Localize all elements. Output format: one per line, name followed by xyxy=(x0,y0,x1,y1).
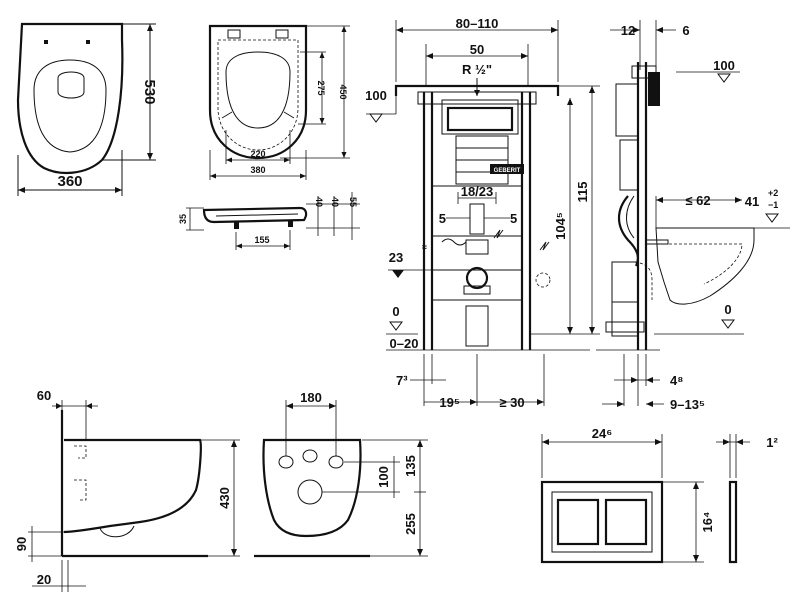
bowl-side-top: 60 xyxy=(37,388,51,403)
frame-side-tol-minus: −1 xyxy=(768,200,778,210)
seat-inner-w: 220 xyxy=(250,149,265,159)
frame-level-23: 23 xyxy=(389,250,403,265)
seat-inner-b: 450 xyxy=(338,84,348,99)
plate-width: 24⁶ xyxy=(592,426,612,441)
frame-side-top-a: 12 xyxy=(621,23,635,38)
frame-height-inner: 104⁵ xyxy=(553,212,568,240)
bowl-back-hole-a: 100 xyxy=(376,466,391,488)
frame-brand: GEBERIT xyxy=(494,168,521,174)
frame-width-range: 80–110 xyxy=(456,16,499,31)
frame-water-icon: ≈ xyxy=(422,242,427,252)
frame-level-0: 0 xyxy=(392,304,399,319)
frame-pipe-thread: R ½" xyxy=(462,62,492,77)
frame-height-total: 115 xyxy=(575,182,590,203)
frame-offset-left: 5 xyxy=(439,211,446,226)
frame-side-view: 12 6 100 ≤ 62 41 +2 −1 0 xyxy=(596,20,790,412)
plate-depth: 1² xyxy=(766,435,778,450)
frame-bottom-b: 19⁵ xyxy=(439,395,460,410)
bowl-back-hole-b: 135 xyxy=(403,455,418,477)
frame-offset-right: 5 xyxy=(510,211,517,226)
bowl-side-height: 430 xyxy=(217,487,232,509)
frame-side-bottom-b: 9–13⁵ xyxy=(670,397,705,412)
seat-side-h-c: 55 xyxy=(348,197,358,207)
seat-side-hinge: 155 xyxy=(254,235,269,245)
seat-side-h-a: 40 xyxy=(314,197,324,207)
frame-level-100: 100 xyxy=(365,88,387,103)
frame-side-top-b: 6 xyxy=(682,23,689,38)
seat-inner-a: 275 xyxy=(316,80,326,95)
seat-side-h-left: 35 xyxy=(178,214,188,224)
frame-width-inner: 50 xyxy=(470,42,484,57)
flush-plate-view: 24⁶ 16⁴ 1² xyxy=(540,426,778,564)
seat-outer-w: 380 xyxy=(250,165,265,175)
bowl-top-width: 360 xyxy=(57,173,82,190)
seat-side-h-b: 40 xyxy=(330,197,340,207)
frame-side-tol-plus: +2 xyxy=(768,188,778,198)
frame-side-level-0: 0 xyxy=(724,302,731,317)
bowl-back-view: 180 100 135 255 xyxy=(254,390,428,558)
frame-front-view: 80–110 50 R ½" GEBERIT 18/23 xyxy=(365,16,600,410)
plate-height: 16⁴ xyxy=(700,512,715,533)
bowl-back-hole-c: 255 xyxy=(403,513,418,535)
frame-side-bottom-a: 4⁸ xyxy=(670,373,683,388)
bowl-back-bolt-width: 180 xyxy=(300,390,322,405)
frame-bottom-a: 7³ xyxy=(396,373,408,388)
bowl-top-view: 360 530 xyxy=(16,22,158,196)
frame-side-level-41: 41 xyxy=(745,194,759,209)
bowl-side-view: 60 430 90 20 xyxy=(14,388,240,592)
frame-spacing: 18/23 xyxy=(461,184,494,199)
frame-bottom-c: ≥ 30 xyxy=(499,395,524,410)
frame-side-reach: ≤ 62 xyxy=(685,193,710,208)
bowl-top-depth: 530 xyxy=(141,79,158,104)
seat-top-view: 275 450 220 380 xyxy=(208,24,350,180)
bowl-side-floor: 90 xyxy=(14,537,29,551)
bowl-side-bottom: 20 xyxy=(37,572,51,587)
seat-side-view: 35 155 40 40 55 xyxy=(178,192,360,250)
frame-side-level-100: 100 xyxy=(713,58,735,73)
frame-level-0-20: 0–20 xyxy=(390,336,419,351)
